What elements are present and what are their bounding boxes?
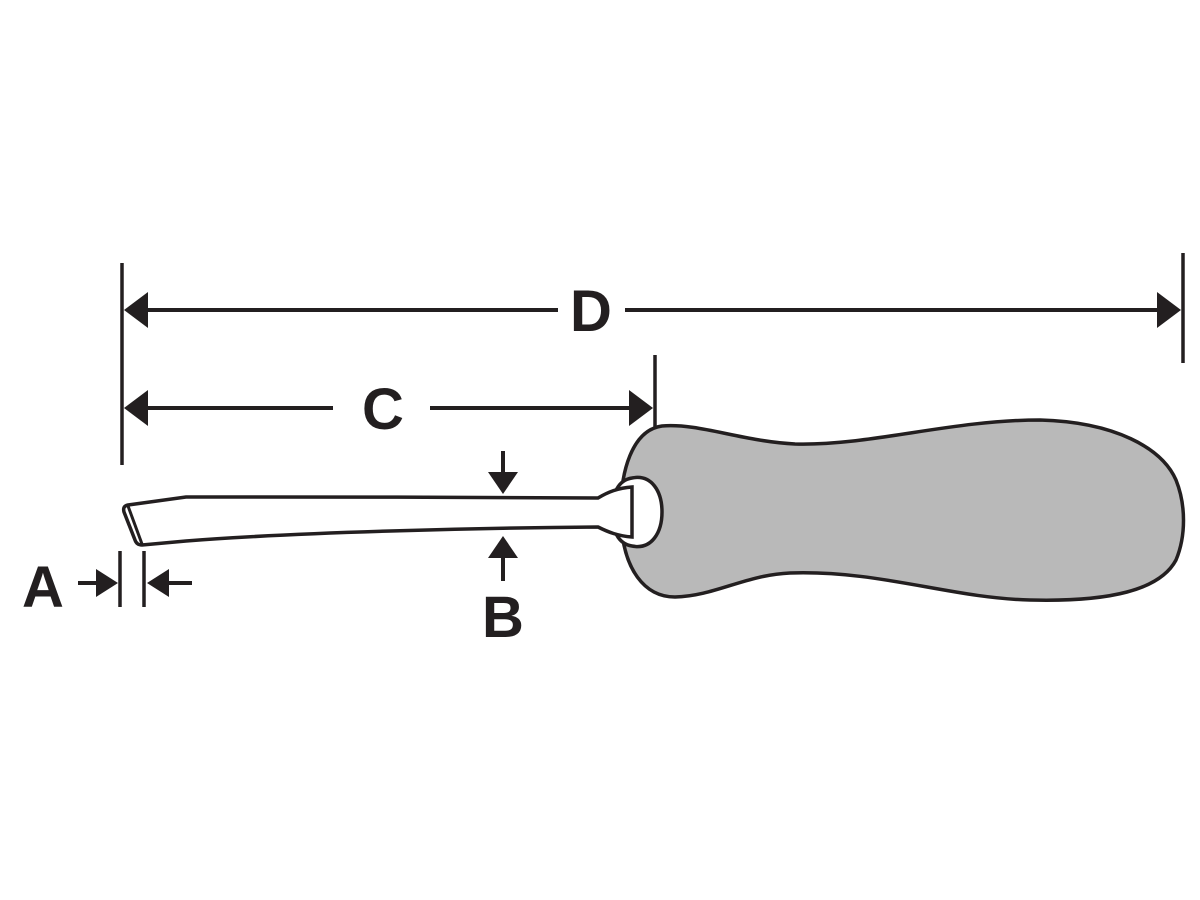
arrowhead-c-right xyxy=(629,390,653,426)
arrowhead-d-right xyxy=(1157,292,1181,328)
label-b: B xyxy=(482,585,524,650)
screwdriver-handle xyxy=(610,418,1186,602)
dimension-c: C xyxy=(124,355,657,468)
arrowhead-c-left xyxy=(124,390,148,426)
arrowhead-a-left xyxy=(96,569,118,597)
dimension-d: D xyxy=(120,253,1185,465)
label-d: D xyxy=(570,279,612,344)
label-c: C xyxy=(362,377,404,442)
blade-tip-bevel xyxy=(126,505,144,545)
screwdriver-blade xyxy=(121,485,634,547)
arrowhead-b-top xyxy=(488,472,518,494)
handle-body xyxy=(619,418,1186,602)
dimension-b: B xyxy=(482,451,524,650)
arrowhead-a-right xyxy=(147,569,169,597)
arrowhead-b-bottom xyxy=(488,536,518,558)
dimension-a: A xyxy=(22,551,192,620)
blade-shaft xyxy=(121,485,634,547)
arrowhead-d-left xyxy=(124,292,148,328)
label-a: A xyxy=(22,555,64,620)
